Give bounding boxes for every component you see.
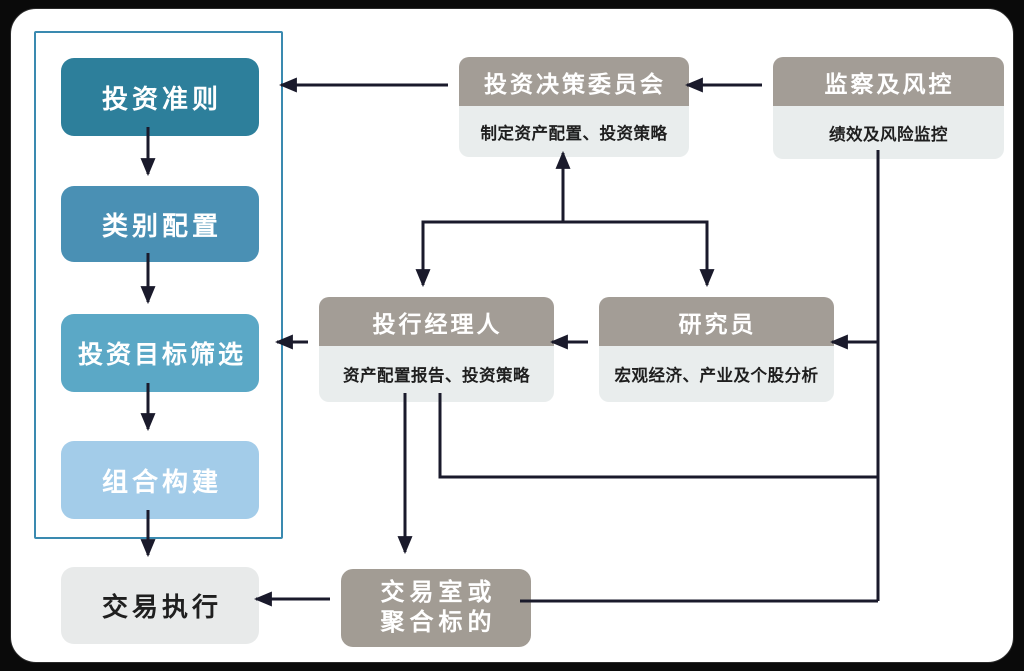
process-panel-border (34, 31, 283, 539)
node-label-line: 交易室或 (380, 579, 497, 606)
node-subtitle: 绩效及风险监控 (773, 106, 1004, 159)
node-title: 投资决策委员会 (459, 57, 689, 106)
node-trading-desk: 交易室或 聚合标的 (341, 569, 531, 647)
step-investment-guidelines: 投资准则 (61, 58, 259, 136)
node-subtitle: 制定资产配置、投资策略 (459, 106, 689, 157)
step-target-screening: 投资目标筛选 (61, 314, 259, 392)
node-subtitle: 资产配置报告、投资策略 (319, 346, 554, 402)
node-title: 监察及风控 (773, 57, 1004, 106)
node-trade-execution: 交易执行 (61, 567, 259, 644)
node-label-line: 聚合标的 (380, 609, 497, 636)
node-title: 投行经理人 (319, 297, 554, 346)
step-portfolio-construction: 组合构建 (61, 441, 259, 519)
node-title: 研究员 (599, 297, 834, 346)
node-risk-control: 监察及风控 绩效及风险监控 (773, 57, 1004, 159)
step-category-allocation: 类别配置 (61, 186, 259, 262)
node-investment-committee: 投资决策委员会 制定资产配置、投资策略 (459, 57, 689, 157)
diagram-card: 投资准则 类别配置 投资目标筛选 组合构建 交易执行 投资决策委员会 制定资产配… (10, 8, 1014, 663)
node-subtitle: 宏观经济、产业及个股分析 (599, 346, 834, 402)
node-portfolio-manager: 投行经理人 资产配置报告、投资策略 (319, 297, 554, 402)
node-researcher: 研究员 宏观经济、产业及个股分析 (599, 297, 834, 402)
